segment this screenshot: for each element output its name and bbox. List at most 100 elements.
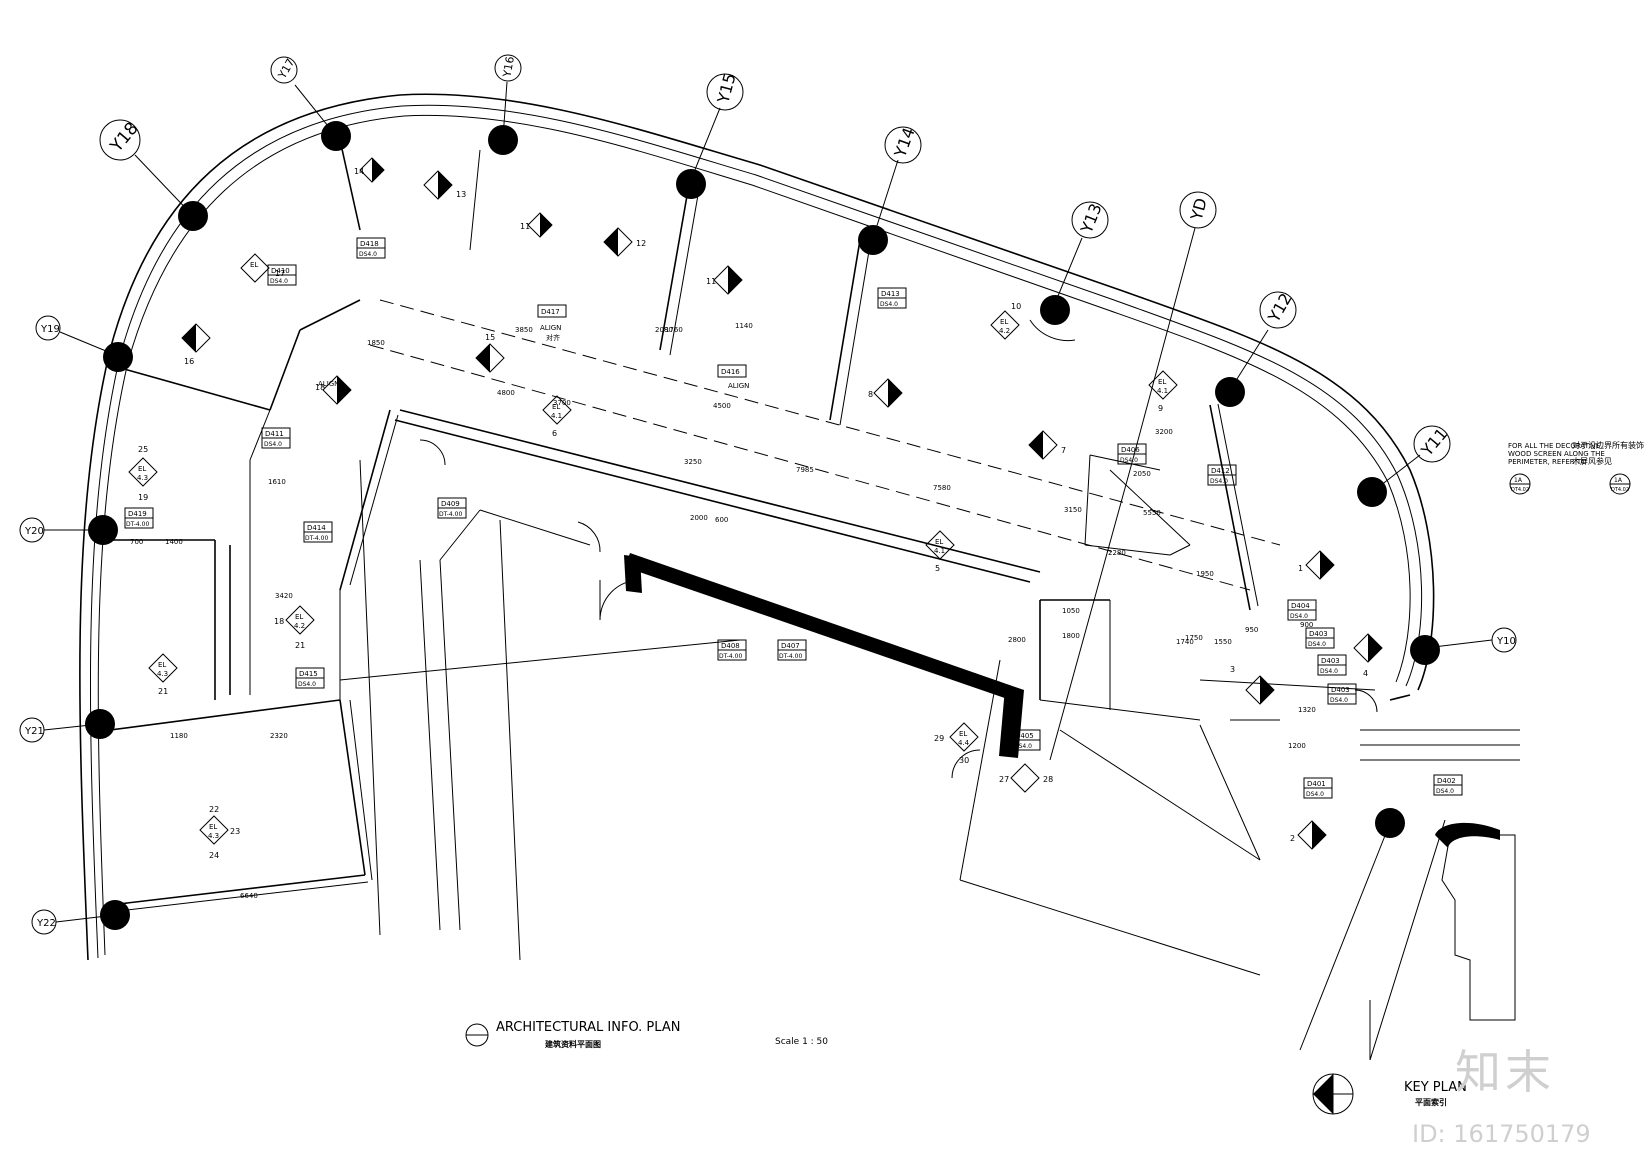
svg-text:1140: 1140 (735, 322, 753, 330)
svg-text:6640: 6640 (240, 892, 258, 900)
svg-text:EL: EL (138, 465, 146, 473)
svg-text:11: 11 (706, 277, 716, 286)
svg-text:EL: EL (1020, 771, 1028, 779)
drawing-title: ARCHITECTURAL INFO. PLAN (496, 1020, 680, 1035)
svg-text:1050: 1050 (1062, 607, 1080, 615)
svg-text:17: 17 (275, 269, 285, 278)
svg-text:4.4: 4.4 (1019, 780, 1031, 788)
facade-outline (79, 93, 1435, 961)
svg-text:4.1: 4.1 (934, 547, 945, 555)
perimeter-note: FOR ALL THE DECORATIVE WOOD SCREEN ALONG… (1508, 440, 1644, 495)
svg-text:DS4.0: DS4.0 (1014, 743, 1032, 750)
svg-text:12: 12 (636, 239, 646, 248)
svg-text:D407: D407 (781, 642, 800, 650)
dimension-labels: 700 1400 1180 2320 3420 6640 4800 3700 4… (130, 322, 1316, 900)
elevation-marker-29: EL 4.4 29 30 (934, 722, 979, 765)
svg-text:DT-4.00: DT-4.00 (126, 521, 149, 528)
svg-text:DT4.02: DT4.02 (1611, 487, 1629, 493)
svg-text:D403: D403 (1331, 686, 1350, 694)
svg-text:3850: 3850 (515, 326, 533, 334)
svg-text:23: 23 (230, 827, 240, 836)
svg-text:DS4.0: DS4.0 (1320, 668, 1338, 675)
svg-text:11: 11 (520, 222, 530, 231)
svg-text:5: 5 (935, 564, 940, 573)
svg-text:3200: 3200 (1155, 428, 1173, 436)
svg-text:DT-4.00: DT-4.00 (779, 653, 802, 660)
grid-label-y18: Y18 (106, 119, 143, 157)
svg-text:9: 9 (1158, 404, 1163, 413)
note-line-3: PERIMETER, REFER TO (1508, 458, 1587, 466)
svg-text:4.3: 4.3 (157, 670, 168, 678)
svg-text:EL: EL (1158, 378, 1166, 386)
svg-text:3700: 3700 (553, 399, 571, 407)
svg-text:D410: D410 (271, 267, 290, 275)
svg-text:DS4.0: DS4.0 (1120, 457, 1138, 464)
svg-text:EL: EL (158, 661, 166, 669)
key-plan-label: KEY PLAN 平面索引 (1312, 1073, 1467, 1115)
svg-text:D409: D409 (441, 500, 460, 508)
svg-text:24: 24 (209, 851, 219, 860)
key-plan-title-cn: 平面索引 (1415, 1097, 1447, 1107)
svg-text:15: 15 (485, 333, 495, 342)
key-plan-title: KEY PLAN (1404, 1080, 1467, 1095)
elevation-marker-2: 2 (1290, 820, 1327, 850)
svg-text:22: 22 (209, 805, 219, 814)
svg-text:4.3: 4.3 (137, 474, 148, 482)
svg-text:8: 8 (868, 390, 873, 399)
svg-text:1760: 1760 (665, 326, 683, 334)
svg-text:D411: D411 (265, 430, 284, 438)
elevation-marker-17: EL 17 (240, 253, 285, 283)
svg-text:14: 14 (354, 167, 364, 176)
svg-text:EL: EL (959, 730, 967, 738)
grid-columns: Y18 Y17 Y16 Y15 Y14 Y13 YD Y12 (19, 54, 1517, 1051)
svg-text:1950: 1950 (1196, 570, 1214, 578)
svg-text:EL: EL (935, 538, 943, 546)
elevation-marker-7: 7 (1028, 430, 1066, 460)
grid-label-y16: Y16 (500, 55, 517, 79)
svg-text:DS4.0: DS4.0 (264, 441, 282, 448)
svg-text:3150: 3150 (1064, 506, 1082, 514)
svg-text:D418: D418 (360, 240, 379, 248)
svg-text:DT-4.00: DT-4.00 (305, 535, 328, 542)
elevation-marker-15: 15 (475, 333, 505, 373)
svg-text:DS4.0: DS4.0 (1290, 613, 1308, 620)
svg-text:ALIGN: ALIGN (728, 382, 749, 390)
svg-text:13: 13 (456, 190, 466, 199)
svg-text:EL: EL (209, 823, 217, 831)
svg-text:3: 3 (1230, 665, 1235, 674)
svg-text:D402: D402 (1437, 777, 1456, 785)
grid-label-y10: Y10 (1496, 636, 1516, 647)
grid-label-yd: YD (1186, 196, 1210, 223)
svg-text:5550: 5550 (1143, 509, 1161, 517)
svg-text:D401: D401 (1307, 780, 1326, 788)
svg-text:EL: EL (552, 403, 560, 411)
svg-text:对齐: 对齐 (546, 333, 560, 342)
svg-text:900: 900 (1300, 621, 1313, 629)
elevation-marker-23: EL 4.3 22 23 24 (199, 805, 240, 860)
svg-text:7985: 7985 (796, 466, 814, 474)
elevation-marker-16: 16 (181, 323, 211, 366)
elevation-marker-18b: 18 (315, 375, 352, 405)
drawing-title-cn: 建筑资料平面图 (544, 1039, 601, 1049)
grid-label-y14: Y14 (890, 125, 919, 161)
svg-text:D415: D415 (299, 670, 318, 678)
svg-text:EL: EL (1000, 318, 1008, 326)
elevation-marker-4: 4 (1353, 633, 1383, 678)
svg-text:1: 1 (1298, 564, 1303, 573)
svg-text:DS4.0: DS4.0 (1436, 788, 1454, 795)
svg-text:DS4.0: DS4.0 (1210, 478, 1228, 485)
svg-text:2000: 2000 (690, 514, 708, 522)
elevation-marker-11: 11 (520, 212, 553, 238)
svg-text:DS4.0: DS4.0 (1306, 791, 1324, 798)
